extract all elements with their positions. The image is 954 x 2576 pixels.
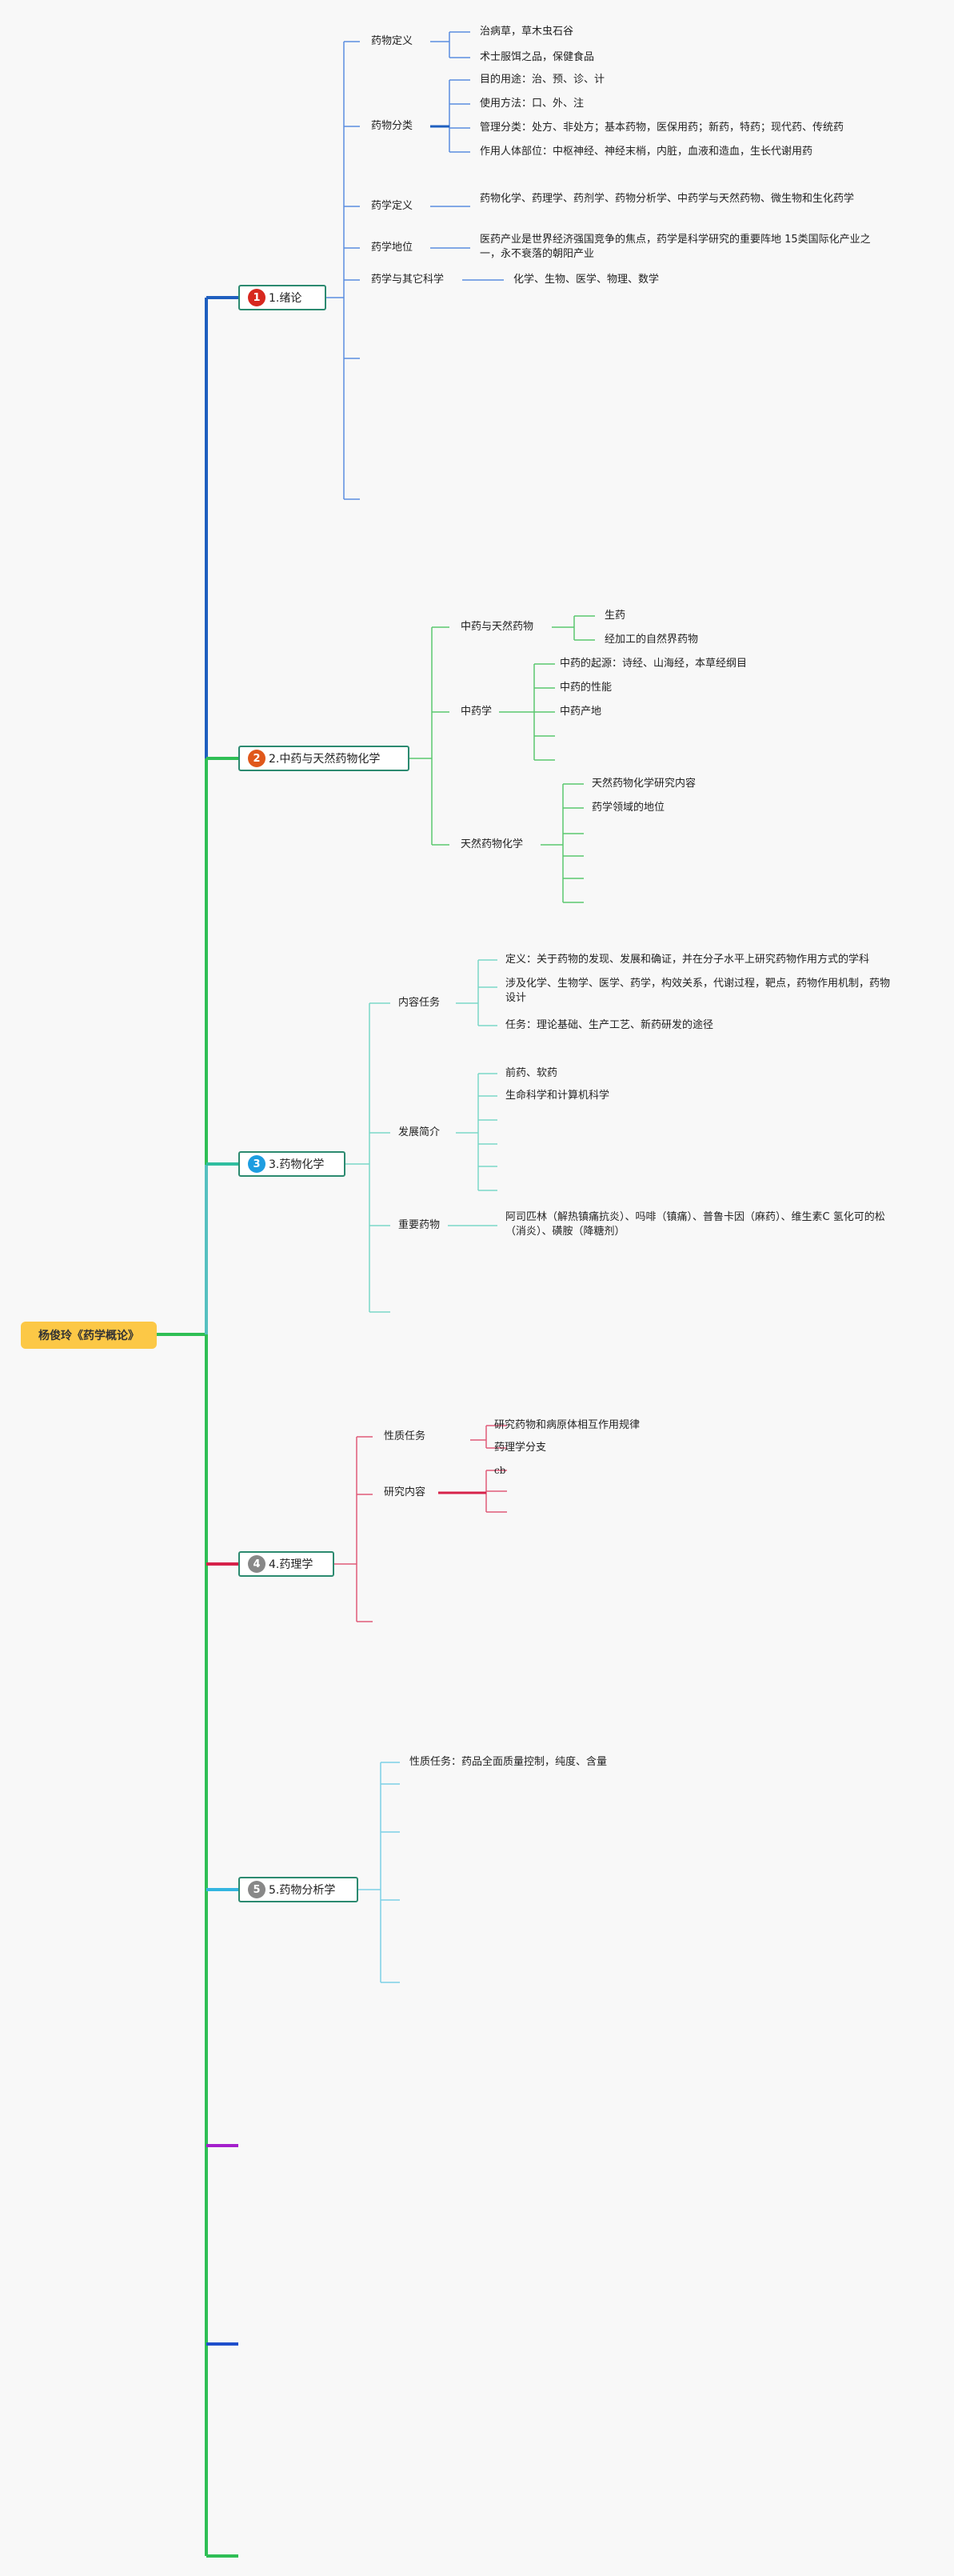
leaf[interactable]: 生药 [605, 610, 626, 622]
topic-label: 5.药物分析学 [269, 1884, 336, 1897]
subtopic-important-drugs[interactable]: 重要药物 [398, 1219, 441, 1231]
leaf[interactable]: 阿司匹林（解热镇痛抗炎）、吗啡（镇痛）、普鲁卡因（麻药）、维生素C 氢化可的松（… [505, 1211, 885, 1238]
leaf[interactable]: 前药、软药 [505, 1067, 558, 1079]
leaf[interactable]: cb [494, 1465, 506, 1476]
leaf[interactable]: 中药的性能 [560, 682, 613, 694]
leaf[interactable]: 性质任务：药品全面质量控制，纯度、含量 [409, 1756, 608, 1768]
subtopic-natural-drug-chemistry[interactable]: 天然药物化学 [461, 838, 524, 850]
leaf[interactable]: 目的用途：治、预、诊、计 [480, 74, 605, 86]
leaf[interactable]: 任务：理论基础、生产工艺、新药研发的途径 [505, 1019, 714, 1031]
topic-1[interactable]: 1 1.绪论 [238, 285, 326, 310]
leaf[interactable]: 中药产地 [560, 706, 602, 718]
topic-number-badge: 4 [248, 1555, 265, 1573]
root-node[interactable]: 杨俊玲《药学概论》 [21, 1322, 157, 1349]
subtopic-research-content[interactable]: 研究内容 [384, 1486, 426, 1498]
subtopic-pharmacy-status[interactable]: 药学地位 [371, 242, 413, 254]
subtopic-tcm-natural-drugs[interactable]: 中药与天然药物 [461, 621, 534, 633]
subtopic-tcm[interactable]: 中药学 [461, 706, 493, 718]
leaf[interactable]: 作用人体部位：中枢神经、神经末梢，内脏，血液和造血，生长代谢用药 [480, 146, 813, 158]
topic-number-badge: 2 [248, 750, 265, 767]
leaf[interactable]: 治病草，草木虫石谷 [480, 26, 574, 38]
subtopic-pharmacy-definition[interactable]: 药学定义 [371, 200, 413, 212]
topic-2[interactable]: 2 2.中药与天然药物化学 [238, 746, 409, 771]
topic-number-badge: 5 [248, 1881, 265, 1898]
topic-number-badge: 1 [248, 289, 265, 306]
leaf[interactable]: 药理学分支 [494, 1442, 547, 1454]
topic-label: 3.药物化学 [269, 1158, 325, 1171]
leaf[interactable]: 管理分类：处方、非处方；基本药物，医保用药；新药，特药；现代药、传统药 [480, 122, 844, 134]
leaf[interactable]: 使用方法：口、外、注 [480, 98, 585, 110]
leaf[interactable]: 医药产业是世界经济强国竞争的焦点，药学是科学研究的重要阵地 15类国际化产业之一… [480, 234, 871, 260]
leaf[interactable]: 天然药物化学研究内容 [592, 778, 697, 790]
leaf[interactable]: 经加工的自然界药物 [605, 634, 699, 646]
leaf[interactable]: 涉及化学、生物学、医学、药学，构效关系，代谢过程，靶点，药物作用机制，药物设计 [505, 978, 891, 1004]
leaf[interactable]: 中药的起源：诗经、山海经，本草经纲目 [560, 658, 748, 670]
leaf[interactable]: 化学、生物、医学、物理、数学 [513, 274, 660, 286]
subtopic-development[interactable]: 发展简介 [398, 1126, 441, 1138]
topic-label: 4.药理学 [269, 1558, 313, 1571]
topic-4[interactable]: 4 4.药理学 [238, 1551, 334, 1577]
subtopic-drug-definition[interactable]: 药物定义 [371, 35, 413, 47]
subtopic-content-tasks[interactable]: 内容任务 [398, 997, 441, 1009]
leaf[interactable]: 术士服饵之品，保健食品 [480, 51, 595, 63]
topic-5[interactable]: 5 5.药物分析学 [238, 1877, 358, 1902]
subtopic-drug-classification[interactable]: 药物分类 [371, 120, 413, 132]
topic-number-badge: 3 [248, 1155, 265, 1173]
leaf[interactable]: 药学领域的地位 [592, 802, 665, 814]
leaf[interactable]: 定义：关于药物的发现、发展和确证，并在分子水平上研究药物作用方式的学科 [505, 954, 870, 966]
leaf[interactable]: 生命科学和计算机科学 [505, 1090, 610, 1102]
topic-label: 2.中药与天然药物化学 [269, 753, 381, 766]
subtopic-pharmacy-other-sciences[interactable]: 药学与其它科学 [371, 274, 445, 286]
leaf[interactable]: 药物化学、药理学、药剂学、药物分析学、中药学与天然药物、微生物和生化药学 [480, 193, 855, 205]
leaf[interactable]: 研究药物和病原体相互作用规律 [494, 1419, 641, 1431]
topic-3[interactable]: 3 3.药物化学 [238, 1151, 345, 1177]
topic-label: 1.绪论 [269, 292, 302, 305]
subtopic-nature-tasks[interactable]: 性质任务 [384, 1430, 426, 1442]
